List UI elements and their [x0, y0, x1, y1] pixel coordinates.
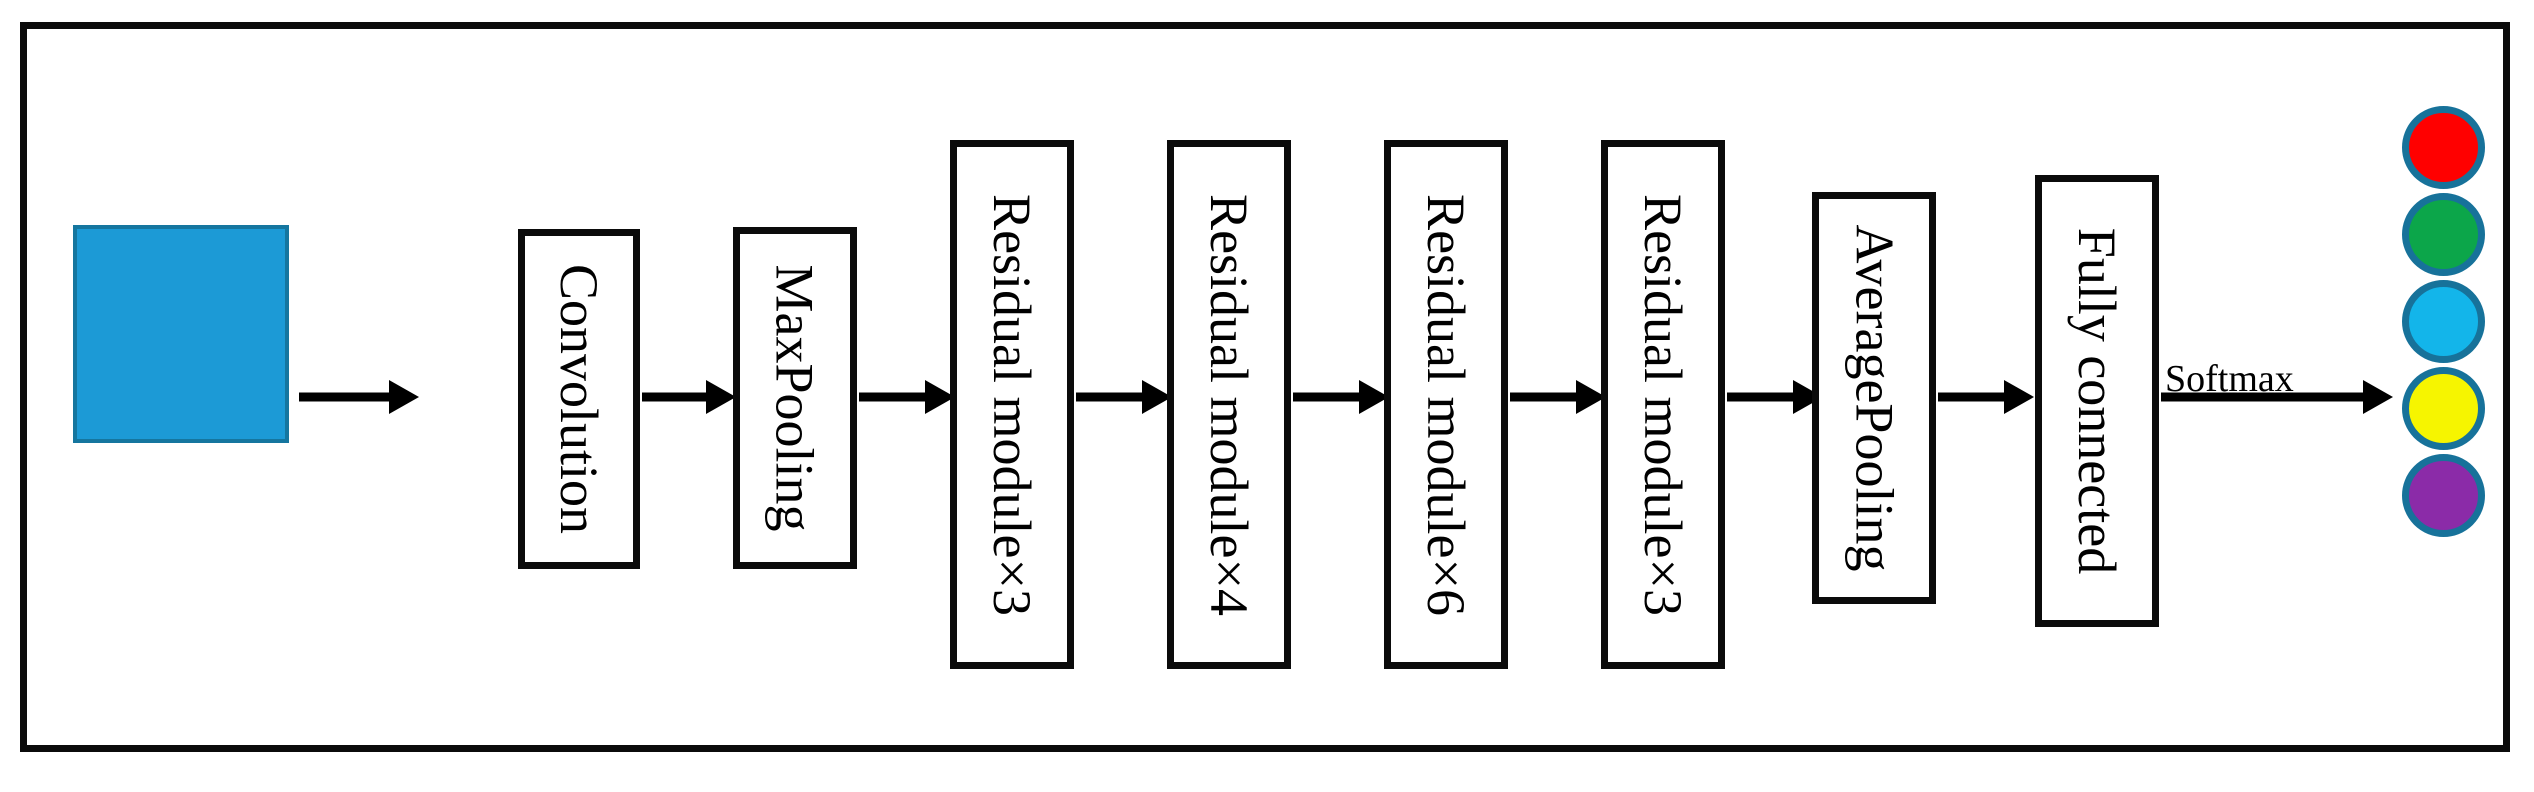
arrow-input-to-convolution: [299, 380, 419, 414]
stage-box-maxpooling[interactable]: MaxPooling: [733, 227, 857, 569]
stage-label-residual-module-3: Residual module×6: [1416, 193, 1476, 616]
arrow-residual-3-to-residual-4: [1510, 380, 1606, 414]
arrow-shaft: [1293, 392, 1361, 402]
arrow-head: [389, 380, 419, 414]
arrow-residual-2-to-residual-3: [1293, 380, 1389, 414]
output-class-circle-3[interactable]: [2402, 280, 2485, 363]
stage-label-maxpooling: MaxPooling: [765, 264, 825, 532]
output-class-circle-1[interactable]: [2402, 106, 2485, 189]
arrow-fully-connected-to-output: [2161, 380, 2393, 414]
output-class-circle-2[interactable]: [2402, 193, 2485, 276]
output-class-circle-5[interactable]: [2402, 454, 2485, 537]
arrow-shaft: [1938, 392, 2006, 402]
stage-label-convolution: Convolution: [549, 263, 609, 535]
stage-label-fully-connected: Fully connected: [2067, 227, 2128, 575]
arrow-averagepooling-to-fully-connected: [1938, 380, 2034, 414]
arrow-head: [706, 380, 736, 414]
arrow-convolution-to-maxpooling: [642, 380, 736, 414]
stage-box-residual-module-3[interactable]: Residual module×6: [1384, 140, 1508, 669]
input-image-block: [73, 225, 289, 443]
stage-label-averagepooling: AveragePooling: [1844, 224, 1905, 572]
stage-box-fully-connected[interactable]: Fully connected: [2035, 175, 2159, 627]
arrow-shaft: [299, 392, 391, 402]
arrow-shaft: [1076, 392, 1144, 402]
arrow-shaft: [1727, 392, 1795, 402]
arrow-shaft: [1510, 392, 1578, 402]
arrow-head: [2363, 380, 2393, 414]
arrow-shaft: [859, 392, 927, 402]
arrow-shaft: [642, 392, 708, 402]
stage-label-residual-module-4: Residual module×3: [1633, 193, 1693, 616]
stage-box-convolution[interactable]: Convolution: [518, 229, 640, 569]
stage-box-residual-module-2[interactable]: Residual module×4: [1167, 140, 1291, 669]
diagram-outer-frame: Convolution MaxPooling Residual module×3…: [20, 22, 2510, 752]
output-class-circle-4[interactable]: [2402, 367, 2485, 450]
stage-box-residual-module-4[interactable]: Residual module×3: [1601, 140, 1725, 669]
stage-label-residual-module-1: Residual module×3: [982, 193, 1042, 616]
arrow-residual-4-to-averagepooling: [1727, 380, 1823, 414]
stage-box-averagepooling[interactable]: AveragePooling: [1812, 192, 1936, 604]
arrow-residual-1-to-residual-2: [1076, 380, 1172, 414]
arrow-maxpooling-to-residual-1: [859, 380, 955, 414]
arrow-head: [2004, 380, 2034, 414]
stage-box-residual-module-1[interactable]: Residual module×3: [950, 140, 1074, 669]
stage-label-residual-module-2: Residual module×4: [1199, 193, 1259, 616]
arrow-shaft: [2161, 392, 2365, 402]
